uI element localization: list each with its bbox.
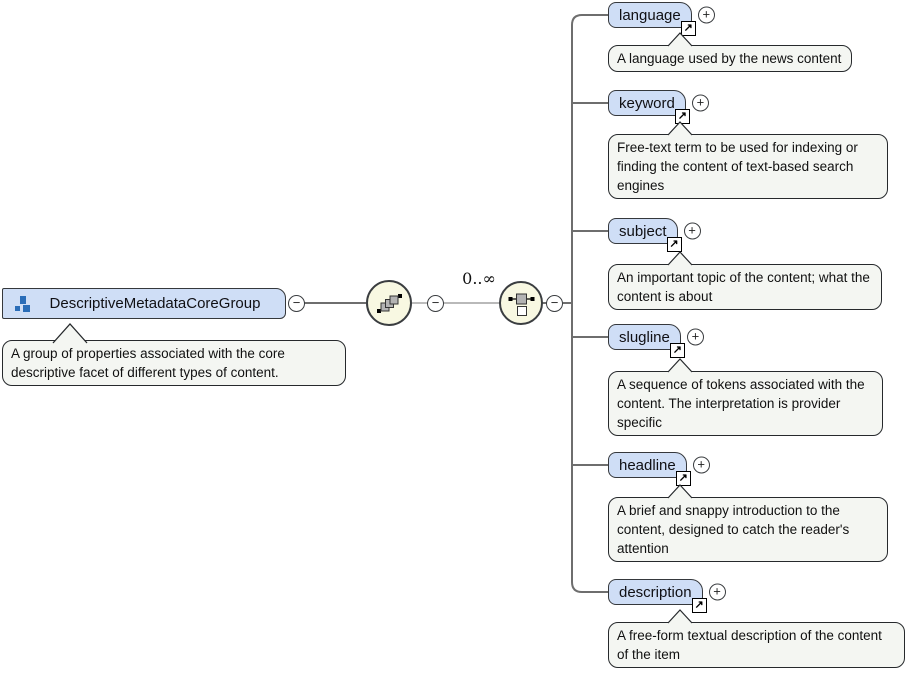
reference-arrow-icon[interactable]: ↗ (666, 237, 682, 252)
annotation-description: A free-form textual description of the c… (608, 622, 905, 668)
annotation-pointer (667, 32, 693, 47)
collapse-button-sequence[interactable]: − (427, 295, 444, 312)
annotation-pointer (667, 609, 693, 624)
group-label: DescriptiveMetadataCoreGroup (49, 295, 261, 312)
reference-arrow-icon[interactable]: ↗ (691, 598, 707, 613)
annotation-keyword: Free-text term to be used for indexing o… (608, 134, 888, 199)
collapse-button-group[interactable]: − (288, 295, 305, 312)
annotation-language: A language used by the news content (608, 45, 852, 72)
element-label: language (619, 6, 681, 24)
expand-button[interactable]: + (691, 94, 709, 112)
element-node-headline[interactable]: headline ↗ + (608, 452, 710, 486)
reference-arrow-icon[interactable]: ↗ (675, 471, 691, 486)
expand-button[interactable]: + (683, 222, 701, 240)
element-node-keyword[interactable]: keyword ↗ + (608, 90, 709, 124)
reference-arrow-icon[interactable]: ↗ (674, 109, 690, 124)
group-node-descriptivemetadatacoregroup[interactable]: DescriptiveMetadataCoreGroup (2, 288, 286, 319)
expand-button[interactable]: + (697, 6, 715, 24)
choice-compositor-icon[interactable] (499, 281, 543, 325)
annotation-group: A group of properties associated with th… (2, 340, 346, 386)
annotation-headline: A brief and snappy introduction to the c… (608, 497, 888, 562)
sequence-compositor-icon[interactable] (366, 280, 412, 326)
reference-arrow-icon[interactable]: ↗ (669, 343, 685, 358)
element-node-description[interactable]: description ↗ + (608, 579, 726, 613)
occurrence-label: 0..∞ (462, 269, 496, 288)
expand-button[interactable]: + (708, 583, 726, 601)
element-label: headline (619, 456, 676, 474)
annotation-pointer (667, 484, 693, 499)
element-node-subject[interactable]: subject ↗ + (608, 218, 701, 252)
expand-button[interactable]: + (686, 328, 704, 346)
element-label: keyword (619, 94, 675, 112)
annotation-slugline: A sequence of tokens associated with the… (608, 371, 883, 436)
element-node-slugline[interactable]: slugline ↗ + (608, 324, 704, 358)
reference-arrow-icon[interactable]: ↗ (680, 21, 696, 36)
collapse-button-choice[interactable]: − (546, 295, 563, 312)
group-icon (15, 296, 30, 312)
annotation-subject: An important topic of the content; what … (608, 264, 882, 310)
annotation-pointer (667, 121, 693, 136)
element-label: slugline (619, 328, 670, 346)
annotation-pointer (667, 251, 693, 266)
element-node-language[interactable]: language ↗ + (608, 2, 715, 36)
expand-button[interactable]: + (692, 456, 710, 474)
element-label: subject (619, 222, 667, 240)
annotation-pointer (667, 358, 693, 373)
annotation-pointer (52, 323, 88, 344)
element-label: description (619, 583, 692, 601)
